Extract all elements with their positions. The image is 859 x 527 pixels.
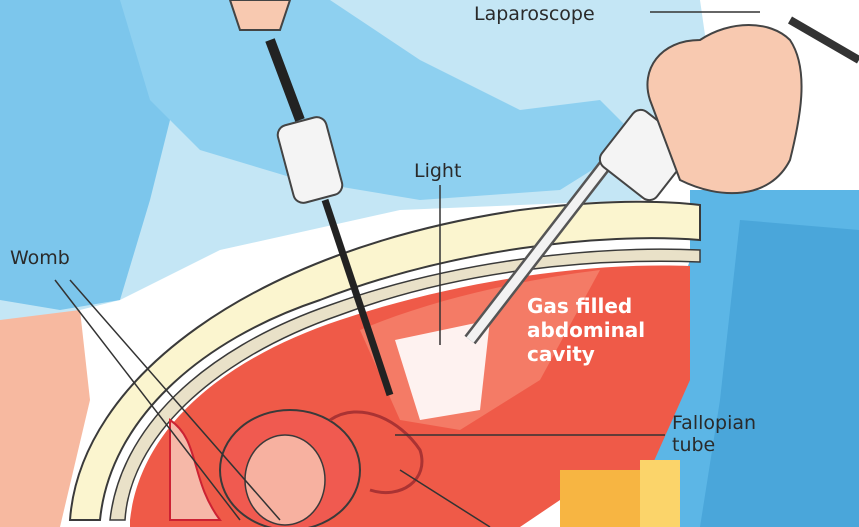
gas-cavity-label: Gas filled abdominal cavity — [527, 294, 645, 366]
womb-label: Womb — [10, 247, 70, 269]
light-label: Light — [414, 160, 461, 182]
fallopian-tube-label: Fallopian tube — [672, 412, 756, 456]
laparoscope-label: Laparoscope — [474, 3, 595, 25]
